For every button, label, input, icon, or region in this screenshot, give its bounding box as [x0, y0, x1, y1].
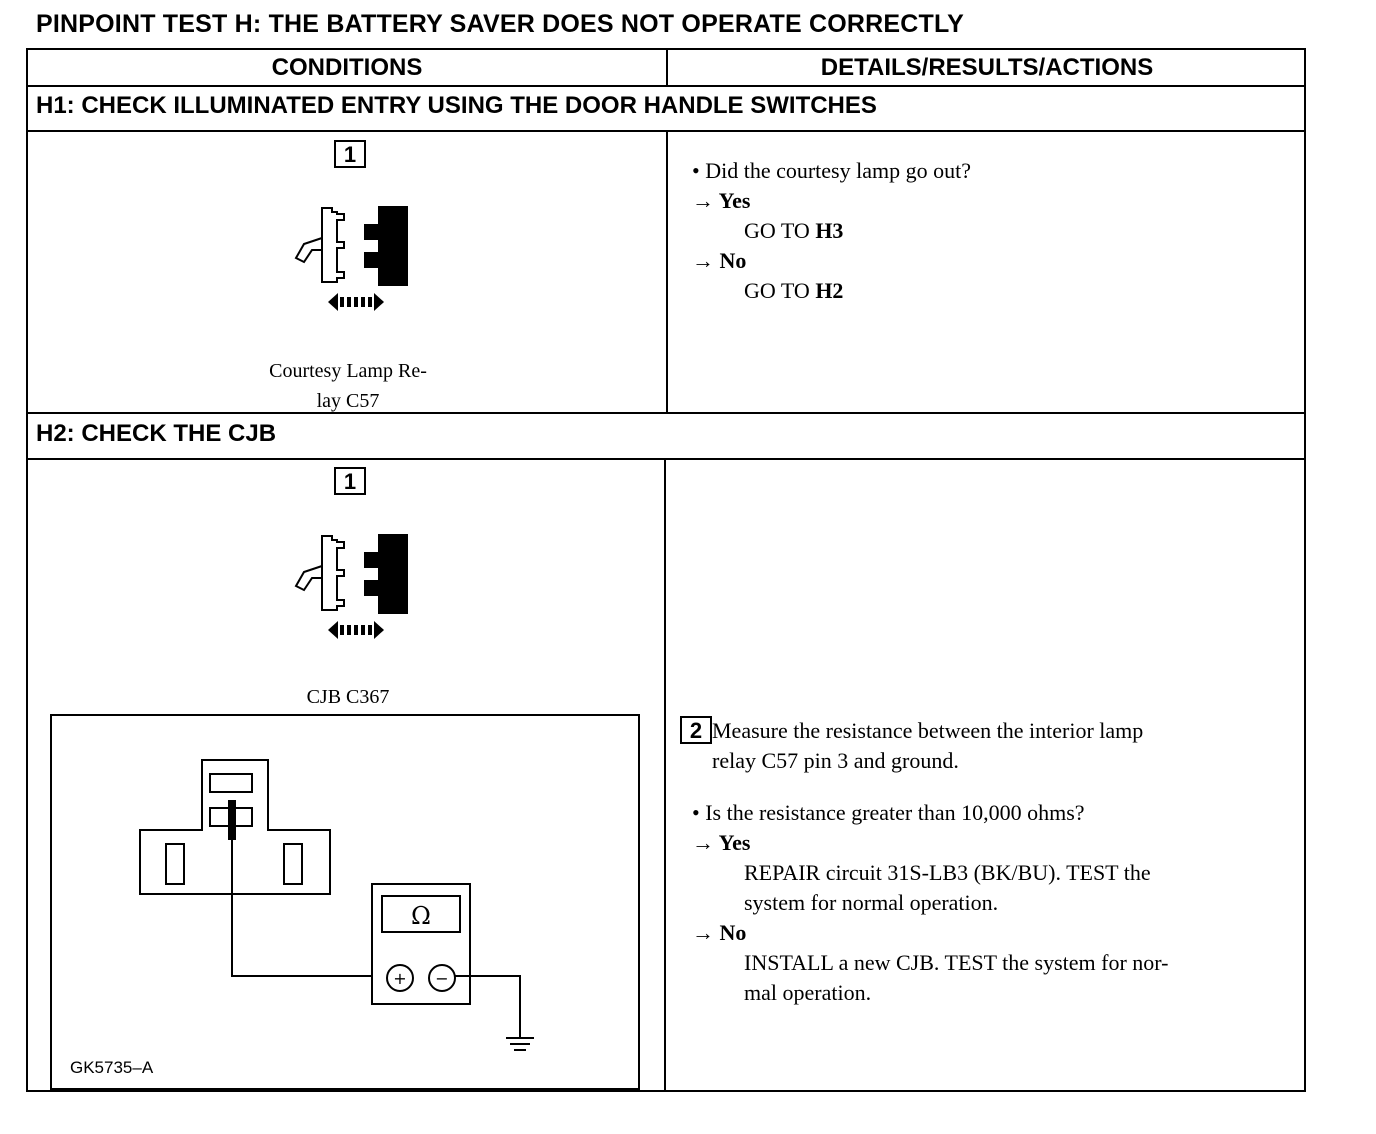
- goto-link-h2[interactable]: H2: [815, 278, 844, 303]
- page-title: PINPOINT TEST H: THE BATTERY SAVER DOES …: [36, 10, 965, 38]
- instruction-line: relay C57 pin 3 and ground.: [712, 748, 959, 773]
- connector-caption: Courtesy Lamp Re- lay C57: [188, 356, 508, 416]
- yes-action: GO TO H3: [692, 216, 971, 246]
- connector-caption: CJB C367: [306, 686, 390, 708]
- h1-details: • Did the courtesy lamp go out? → Yes GO…: [692, 156, 971, 306]
- yes-label: → Yes: [692, 188, 751, 213]
- step-number: 1: [334, 467, 366, 495]
- no-action: mal operation.: [744, 980, 872, 1005]
- caption-line: lay C57: [316, 390, 380, 412]
- no-action: INSTALL a new CJB. TEST the system for n…: [744, 950, 1169, 975]
- yes-action: system for normal operation.: [744, 890, 999, 915]
- connector-icon: [294, 206, 408, 311]
- divider: [666, 50, 668, 87]
- divider: [666, 131, 668, 413]
- action-text: GO TO: [744, 278, 816, 303]
- instruction-line: Measure the resistance between the inter…: [712, 718, 1144, 743]
- pinpoint-test-table: CONDITIONS DETAILS/RESULTS/ACTIONS H1: C…: [26, 48, 1306, 1092]
- resistance-diagram: Ω + − GK5735–A: [50, 714, 640, 1090]
- ohm-icon: Ω: [411, 902, 431, 930]
- caption-line: Courtesy Lamp Re-: [269, 360, 427, 382]
- no-action: GO TO H2: [692, 276, 971, 306]
- no-label: → No: [692, 920, 747, 945]
- question-text: • Is the resistance greater than 10,000 …: [692, 800, 1085, 825]
- yes-label: → Yes: [692, 830, 751, 855]
- goto-link-h3[interactable]: H3: [815, 218, 844, 243]
- step-number: 1: [334, 140, 366, 168]
- section-heading-h1: H1: CHECK ILLUMINATED ENTRY USING THE DO…: [36, 92, 877, 119]
- section-heading-h2: H2: CHECK THE CJB: [36, 420, 277, 447]
- step-number: 2: [680, 716, 712, 744]
- question-text: • Did the courtesy lamp go out?: [692, 158, 971, 183]
- ground-icon: [506, 1037, 534, 1051]
- h2-details: • Is the resistance greater than 10,000 …: [692, 798, 1169, 1008]
- column-header-conditions: CONDITIONS: [271, 54, 423, 81]
- connector-icon: [294, 534, 408, 639]
- divider: [28, 458, 1304, 460]
- column-header-details: DETAILS/RESULTS/ACTIONS: [820, 54, 1154, 81]
- divider: [28, 412, 1304, 414]
- no-label: → No: [692, 248, 747, 273]
- plus-terminal-icon: +: [393, 969, 406, 988]
- measure-instruction: Measure the resistance between the inter…: [712, 716, 1143, 776]
- minus-terminal-icon: −: [435, 969, 448, 988]
- wiring-diagram: Ω + −: [139, 759, 534, 1051]
- figure-code: GK5735–A: [70, 1058, 154, 1077]
- divider: [664, 459, 666, 1090]
- yes-action: REPAIR circuit 31S-LB3 (BK/BU). TEST the: [744, 860, 1151, 885]
- action-text: GO TO: [744, 218, 816, 243]
